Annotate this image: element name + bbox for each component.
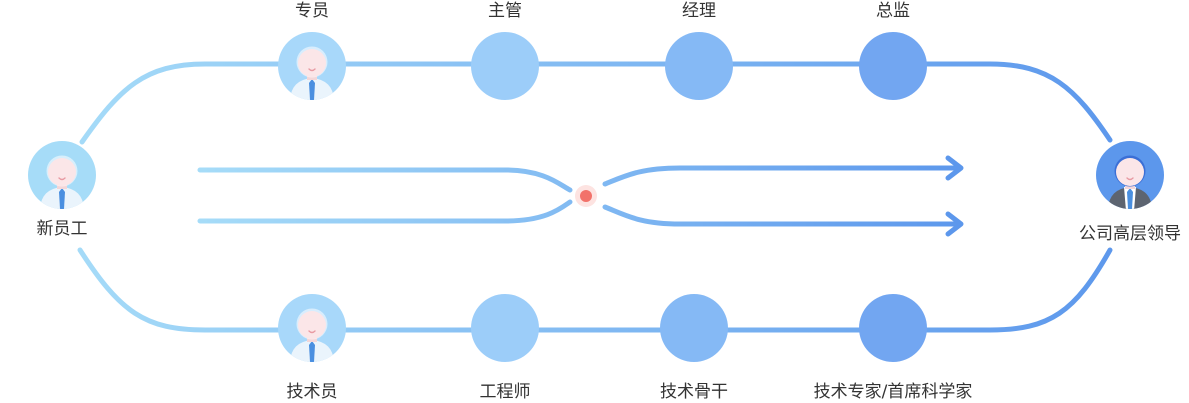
management-track <box>79 61 1113 145</box>
technical-node-avatar <box>660 294 728 362</box>
management-node-avatar <box>471 32 539 100</box>
lower-crossing-line <box>197 199 958 227</box>
end-node-avatar <box>1096 141 1164 209</box>
technical-track <box>77 247 1113 333</box>
start-node-avatar <box>28 141 96 209</box>
center-dot <box>580 190 592 202</box>
upper-arrow-head <box>945 155 964 181</box>
management-node-avatar <box>859 32 927 100</box>
technical-node-avatar <box>471 294 539 362</box>
technical-node-avatar <box>859 294 927 362</box>
end-node-label: 公司高层领导 <box>1079 224 1181 244</box>
technical-node-label: 技术专家/首席科学家 <box>813 382 973 402</box>
upper-crossing-line <box>197 165 958 193</box>
technical-node-label: 技术骨干 <box>660 382 728 402</box>
management-node-label: 总监 <box>876 1 910 21</box>
lower-arrow-head <box>945 211 964 237</box>
technical-node-label: 工程师 <box>479 382 531 402</box>
management-node-label: 经理 <box>682 1 716 21</box>
management-node-avatar <box>278 32 346 100</box>
management-node-avatar <box>665 32 733 100</box>
technical-node-avatar <box>278 294 346 362</box>
start-node-label: 新员工 <box>36 219 88 239</box>
management-node-label: 主管 <box>488 1 522 21</box>
technical-node-label: 技术员 <box>286 382 338 402</box>
management-node-label: 专员 <box>295 1 329 21</box>
